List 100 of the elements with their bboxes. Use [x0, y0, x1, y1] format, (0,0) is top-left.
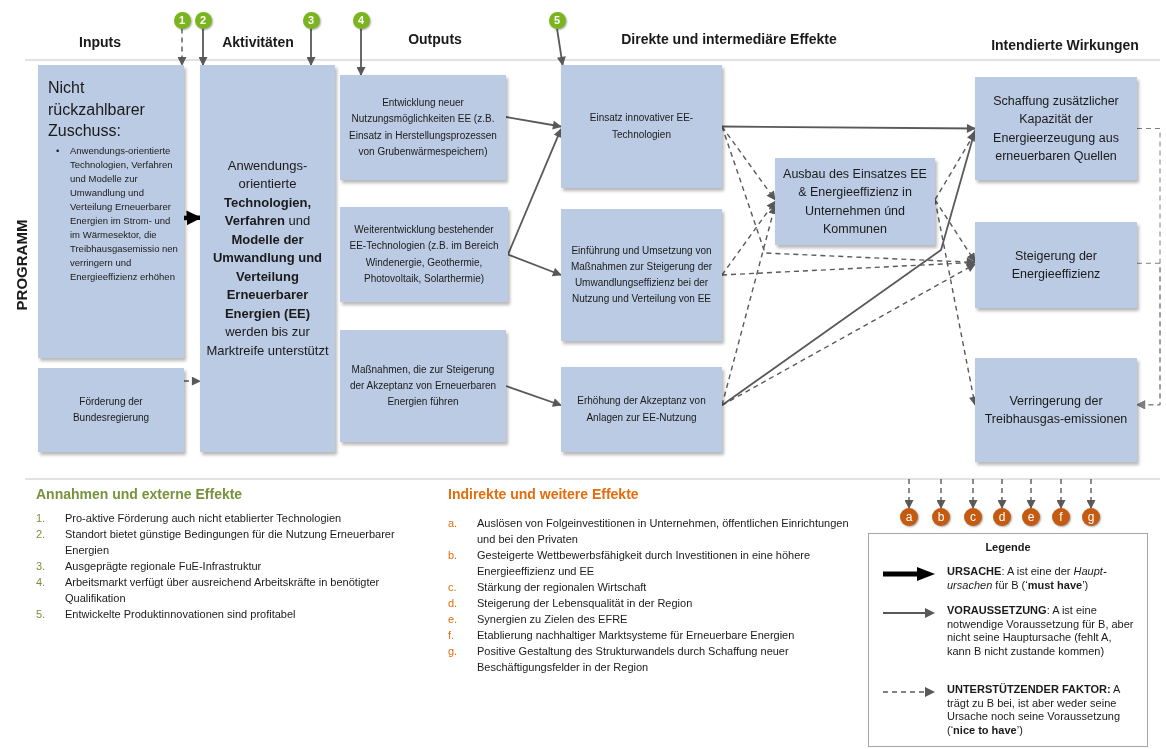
- box-text: Schaffung zusätzlicher Kapazität der Energieerzeugung aus erneuerbaren Quellen: [992, 93, 1120, 165]
- list-item: Synergien zu Zielen des EFRE: [477, 612, 629, 627]
- arrow: [177, 27, 187, 66]
- box-heading: Nicht rückzahlbarer Zuschuss:: [48, 78, 146, 142]
- list-item: Entwickelte Produktinnovationen sind profitabel: [65, 607, 297, 622]
- process-box: [561, 209, 722, 341]
- badge-text: 2: [199, 14, 207, 26]
- box-text: Weiterentwicklung bestehender EE-Technologien (z.B. im Bereich Windenergie, Geothermie, Photovoltaik, Solarthermie): [348, 223, 500, 286]
- column-heading: Outputs: [407, 31, 463, 47]
- process-box: [340, 75, 506, 180]
- legend-text: VORAUSSETZUNG: A ist eine notwendige Voraussetzung für B, aber nicht seine Hauptursache (fehlt A, kann B nicht zustande kommen): [947, 604, 1135, 658]
- arrow: [1026, 478, 1036, 509]
- bullet-mark: •: [55, 143, 61, 158]
- arrow: [184, 210, 202, 226]
- arrow: [505, 116, 562, 130]
- column-heading: Direkte und intermediäre Effekte: [620, 31, 838, 47]
- list-number: 4.: [36, 575, 47, 590]
- arrow: [934, 131, 976, 201]
- arrow: [507, 253, 562, 277]
- process-box: [561, 367, 722, 452]
- list-number: d.: [448, 596, 459, 611]
- list-item: Arbeitsmarkt verfügt über ausreichend Arbeitskräfte in benötigter Qualifikation: [65, 575, 381, 606]
- list-number: a.: [448, 516, 459, 531]
- arrow: [721, 123, 976, 133]
- list-number: c.: [448, 580, 458, 595]
- badge-text: b: [937, 511, 945, 523]
- legend-title: Legende: [984, 541, 1032, 553]
- list-number: g.: [448, 644, 459, 659]
- box-text: Einsatz innovativer EE-Technologien: [588, 111, 695, 142]
- list-item: Etablierung nachhaltiger Marktsysteme für Erneuerbare Energien: [477, 628, 796, 643]
- list-number: 1.: [36, 511, 47, 526]
- arrow: [721, 125, 776, 201]
- activity-box: [200, 65, 335, 452]
- arrow: [721, 258, 976, 276]
- badge-text: g: [1087, 511, 1095, 523]
- legend-text: URSACHE: A ist eine der Haupt-ursachen für B (‘must have’): [947, 565, 1108, 592]
- column-heading: Intendierte Wirkungen: [990, 37, 1140, 53]
- arrow: [721, 200, 776, 276]
- legend-text: UNTERSTÜTZENDER FAKTOR: A trägt zu B bei, ist aber weder seine Ursache noch seine Voraussetzung (‘nice to have’): [947, 683, 1122, 737]
- arrow: [968, 478, 978, 509]
- arrow: [997, 478, 1007, 509]
- box-text: Anwendungs-orientierte Technologien, Verfahren und Modelle der Umwandlung und Verteilung Erneuerbarer Energien (EE) werden bis zur Marktreife unterstützt: [205, 157, 330, 360]
- badge-text: d: [998, 511, 1006, 523]
- section-heading: Annahmen und externe Effekte: [36, 486, 244, 502]
- letter-badge: [900, 508, 918, 526]
- process-box: [38, 368, 184, 452]
- list-number: 5.: [36, 607, 47, 622]
- list-item: Stärkung der regionalen Wirtschaft: [477, 580, 648, 595]
- input-box: [38, 65, 184, 358]
- arrow: [198, 27, 208, 66]
- letter-badge: [993, 508, 1011, 526]
- process-box: [561, 65, 722, 188]
- process-box: [975, 222, 1137, 308]
- badge-text: c: [970, 511, 976, 523]
- arrow: [505, 385, 562, 407]
- list-number: e.: [448, 612, 459, 627]
- arrow: [936, 478, 946, 509]
- box-text: Förderung der Bundesregierung: [71, 394, 151, 425]
- list-number: 2.: [36, 527, 47, 542]
- list-item: Gesteigerte Wettbewerbsfähigkeit durch Investitionen in eine höhere Energieeffizienz und EE: [477, 548, 812, 579]
- letter-badge: [1052, 508, 1070, 526]
- box-text: Verringerung der Treibhausgas-emissionen: [983, 392, 1129, 428]
- process-box: [340, 207, 508, 302]
- arrow: [356, 27, 366, 76]
- arrow: [556, 27, 566, 66]
- list-number: f.: [448, 628, 456, 643]
- arrow: [1086, 478, 1096, 509]
- box-text: Steigerung der Energieeffizienz: [1010, 247, 1102, 283]
- badge-text: f: [1059, 511, 1063, 523]
- box-text: Erhöhung der Akzeptanz von Anlagen zur EE-Nutzung: [576, 394, 707, 425]
- process-box: [975, 358, 1137, 462]
- bullet-text: Anwendungs-orientierte Technologien, Verfahren und Modelle zur Umwandlung und Verteilung Erneuerbarer Energien im Strom- und im Wärmesektor, die Treibhausgasemissio nen verringern und Energieeffizienz erhöhen: [70, 143, 178, 284]
- list-number: 3.: [36, 559, 47, 574]
- list-item: Standort bietet günstige Bedingungen für die Nutzung Erneuerbarer Energien: [65, 527, 396, 558]
- number-badge: [352, 11, 370, 29]
- arrow: [721, 263, 976, 406]
- number-badge: [548, 11, 566, 29]
- box-text: Ausbau des Einsatzes EE & Energieeffizienz in Unternehmen únd Kommunen: [782, 166, 928, 238]
- badge-text: 5: [553, 14, 561, 26]
- box-text: Maßnahmen, die zur Steigerung der Akzeptanz von Erneuerbaren Energien führen: [348, 362, 498, 410]
- column-heading: Inputs: [78, 34, 122, 50]
- arrow: [1136, 262, 1161, 410]
- number-badge: [302, 11, 320, 29]
- badge-text: e: [1027, 511, 1035, 523]
- number-badge: [173, 11, 191, 29]
- badge-text: a: [905, 511, 913, 523]
- process-box: [775, 158, 935, 245]
- process-box: [340, 330, 506, 442]
- arrow: [934, 199, 976, 263]
- arrow: [904, 478, 914, 509]
- list-item: Pro-aktive Förderung auch nicht etablierter Technologien: [65, 511, 343, 526]
- list-item: Ausgeprägte regionale FuE-Infrastruktur: [65, 559, 263, 574]
- section-heading: Indirekte und weitere Effekte: [448, 486, 640, 502]
- list-item: Positive Gestaltung des Strukturwandels durch Schaffung neuer Beschäftigungsfelder in der Region: [477, 644, 790, 675]
- vertical-label: PROGRAMM: [13, 218, 31, 313]
- badge-text: 3: [307, 14, 315, 26]
- process-box: [975, 77, 1137, 180]
- arrow: [306, 27, 316, 66]
- badge-text: 1: [178, 14, 186, 26]
- list-item: Auslösen von Folgeinvestitionen in Unternehmen, öffentlichen Einrichtungen und bei den Privaten: [477, 516, 850, 547]
